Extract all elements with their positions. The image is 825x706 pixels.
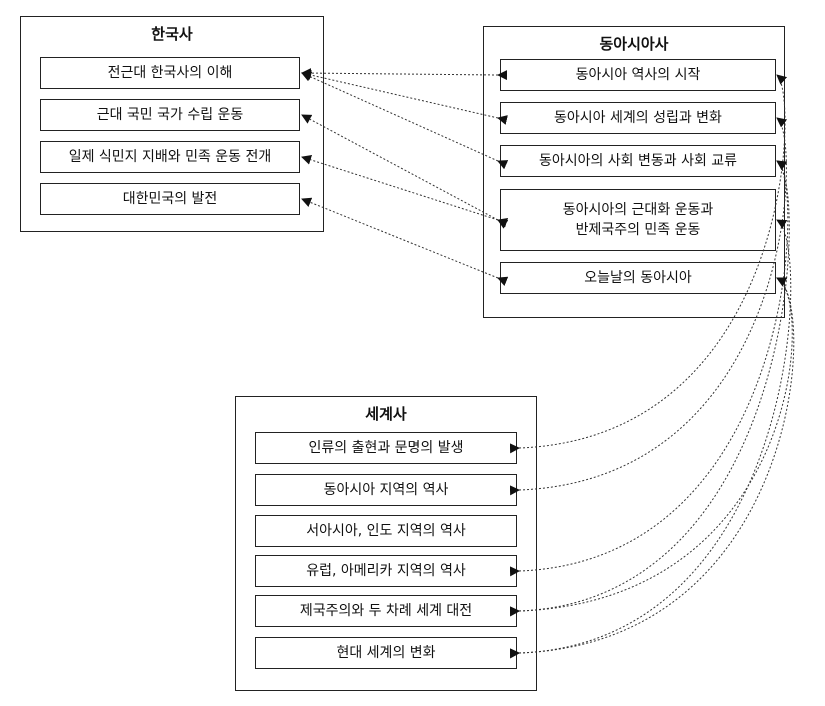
east-asian-history-title: 동아시아사 (599, 35, 669, 53)
east-asian-world-link (509, 277, 793, 617)
korean-east-asian-link (301, 154, 509, 228)
world-history-item: 동아시아 지역의 역사 (255, 474, 517, 506)
world-history-item: 인류의 출현과 문명의 발생 (255, 432, 517, 464)
world-history-item: 유럽, 아메리카 지역의 역사 (255, 555, 517, 587)
korean-history-item: 근대 국민 국가 수립 운동 (40, 99, 300, 131)
korean-east-asian-link (301, 197, 509, 287)
korean-east-asian-link (301, 68, 508, 81)
east-asian-world-link (509, 277, 795, 659)
world-history-item: 제국주의와 두 차례 세계 대전 (255, 595, 517, 627)
korean-east-asian-link (301, 114, 509, 229)
east-asian-world-link (509, 160, 790, 617)
korean-history-title: 한국사 (151, 25, 193, 43)
world-history-item: 현대 세계의 변화 (255, 637, 517, 669)
east-asian-world-link (509, 74, 788, 454)
korean-history-item: 일제 식민지 지배와 민족 운동 전개 (40, 141, 300, 173)
korean-east-asian-link (301, 72, 509, 170)
world-history-title: 세계사 (365, 405, 407, 423)
korean-history-item: 전근대 한국사의 이해 (40, 57, 300, 89)
world-history-item: 서아시아, 인도 지역의 역사 (255, 515, 517, 547)
east-asian-world-link (509, 160, 789, 577)
korean-history-item: 대한민국의 발전 (40, 183, 300, 215)
east-asian-world-link (509, 117, 788, 496)
korean-east-asian-link (301, 70, 508, 125)
east-asian-world-link (509, 219, 792, 659)
